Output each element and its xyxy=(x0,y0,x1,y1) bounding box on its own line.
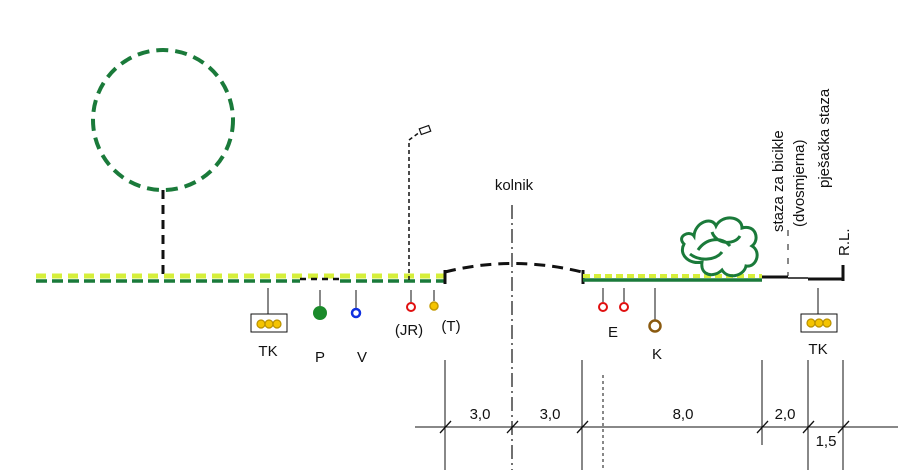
label-e: E xyxy=(608,324,618,341)
k-symbol xyxy=(648,319,662,333)
green-strip-left xyxy=(36,270,447,284)
t-symbol xyxy=(429,301,439,311)
dim-1-5: 1,5 xyxy=(816,433,837,450)
label-tk-right: TK xyxy=(808,341,827,358)
label-t: (T) xyxy=(441,318,460,335)
label-pjesacka-staza: pješačka staza xyxy=(816,88,833,188)
label-staza-za-bicikle: staza za bicikle xyxy=(770,130,787,232)
dim-3-0-left: 3,0 xyxy=(470,406,491,423)
label-dvosmjerna: (dvosmjerna) xyxy=(791,139,808,227)
tk-left-symbol xyxy=(250,313,288,333)
dim-2-0: 2,0 xyxy=(775,406,796,423)
p-symbol xyxy=(313,306,327,320)
label-p: P xyxy=(315,349,325,366)
tree-crown xyxy=(91,48,235,192)
e-symbol-2 xyxy=(619,302,629,312)
label-kolnik: kolnik xyxy=(495,177,534,194)
tree-left xyxy=(91,48,235,280)
e-symbol-1 xyxy=(598,302,608,312)
roadway-surface xyxy=(444,262,583,274)
dim-3-0-right: 3,0 xyxy=(540,406,561,423)
label-jr: (JR) xyxy=(395,322,423,339)
bike-path-and-sidewalk xyxy=(762,230,845,281)
shrub-icon xyxy=(680,216,759,278)
dimension-lines xyxy=(415,360,898,470)
v-symbol xyxy=(350,307,362,319)
label-v: V xyxy=(357,349,367,366)
utility-ticks xyxy=(267,288,819,320)
label-rl: R.L. xyxy=(836,228,853,256)
jr-symbol xyxy=(406,302,416,312)
tk-right-symbol xyxy=(800,313,838,333)
label-k: K xyxy=(652,346,662,363)
dim-8-0: 8,0 xyxy=(673,406,694,423)
street-lamp xyxy=(408,124,432,280)
label-tk-left: TK xyxy=(258,343,277,360)
